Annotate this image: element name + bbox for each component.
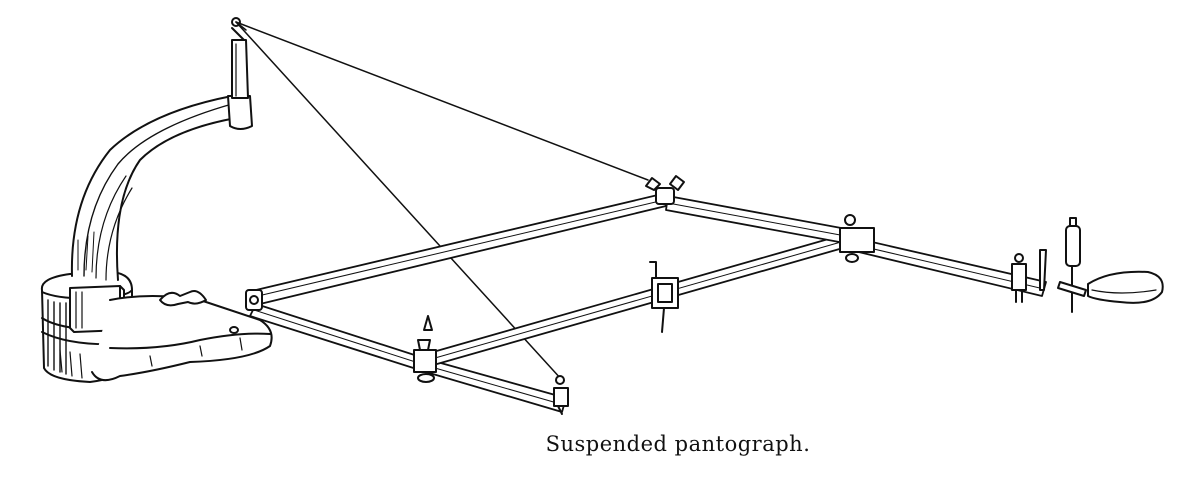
top-post [228, 18, 252, 129]
curved-arm [72, 96, 236, 280]
base-stand [42, 272, 272, 382]
pivot-joints [246, 176, 1026, 414]
pantograph-bars [250, 194, 1046, 412]
figure-caption: Suspended pantograph. [545, 432, 811, 456]
stylus-handle [1040, 218, 1163, 312]
suspension-cords [236, 22, 648, 380]
